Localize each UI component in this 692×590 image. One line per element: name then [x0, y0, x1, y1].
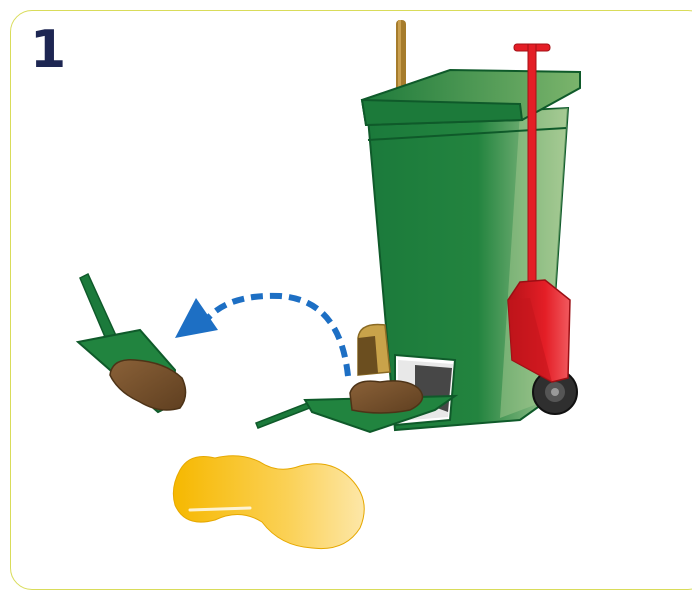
- arrow-icon: [175, 296, 348, 376]
- compost-bag-icon: [358, 325, 390, 375]
- scene-illustration: [0, 0, 692, 570]
- dustpan-left-icon: [78, 274, 186, 412]
- liquid-puddle-icon: [173, 456, 364, 549]
